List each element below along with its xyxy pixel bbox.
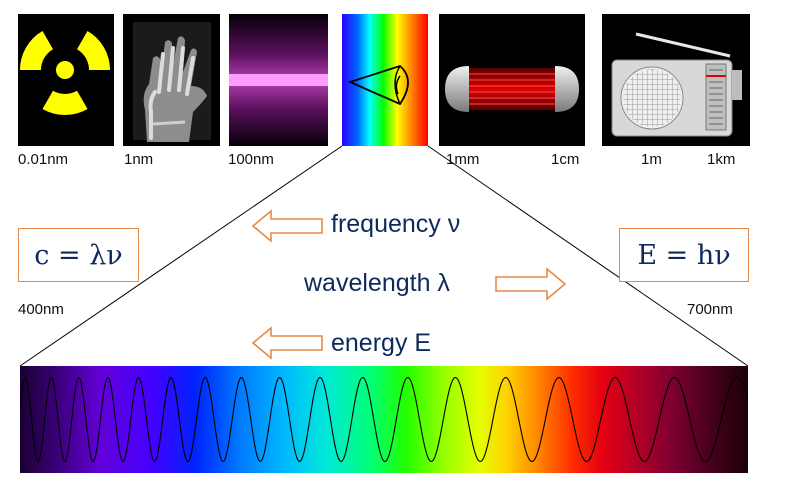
wave-path [19, 376, 749, 463]
scale-label-100nm: 100nm [228, 151, 274, 168]
uv-panel [229, 14, 328, 146]
radio-panel [602, 14, 750, 146]
visible-light-panel [342, 14, 428, 146]
radio-receiver-icon [611, 32, 742, 137]
microwave-panel [439, 14, 585, 146]
uv-light-icon [229, 74, 328, 86]
zoom-line-left [19, 145, 343, 367]
gamma-ray-panel [18, 14, 114, 146]
light-wave [19, 376, 749, 463]
visible-range-end: 700nm [687, 301, 733, 318]
xray-hand-icon [133, 22, 211, 142]
eye-icon [347, 64, 409, 106]
scale-label-1km: 1km [707, 151, 736, 168]
wavelength-label: wavelength λ [304, 269, 450, 297]
energy-arrow-left-icon [252, 326, 323, 360]
frequency-arrow-left-icon [252, 209, 323, 243]
wavelength-arrow-right-icon [495, 267, 566, 301]
visible-spectrum-bar [19, 366, 749, 473]
formula-photon-energy: E = hν [619, 228, 749, 282]
energy-label: energy E [331, 329, 432, 357]
formula-speed-of-light: c = λν [18, 228, 139, 282]
radiation-hazard-icon [19, 31, 111, 115]
zoom-line-right [427, 145, 749, 367]
xray-panel [123, 14, 220, 146]
scale-label-0-01nm: 0.01nm [18, 151, 69, 168]
visible-range-start: 400nm [18, 301, 64, 318]
scale-label-1nm: 1nm [124, 151, 154, 168]
scale-label-1m: 1m [641, 151, 662, 168]
frequency-label: frequency ν [331, 210, 461, 238]
scale-label-1cm: 1cm [551, 151, 580, 168]
microwave-tube-icon [445, 66, 579, 112]
